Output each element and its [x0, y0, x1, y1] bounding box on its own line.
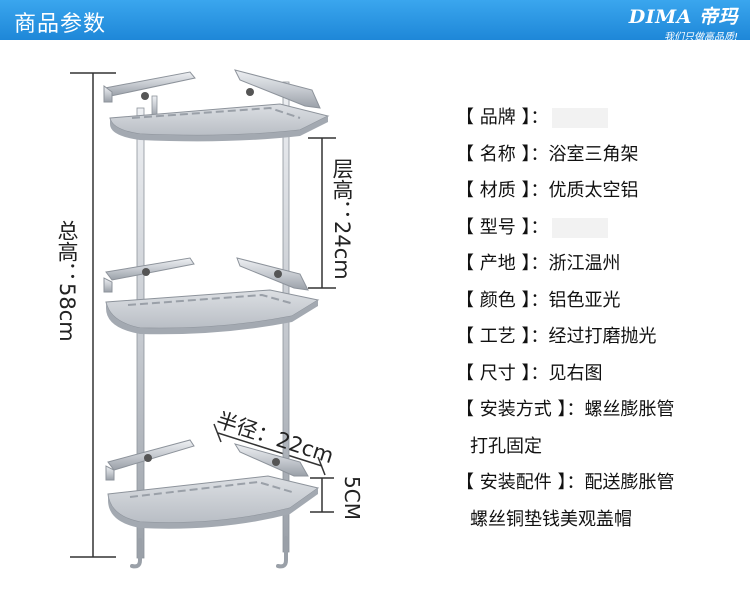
brand-slogan: 我们只做高品质! — [663, 32, 738, 43]
spec-row-size: 【 尺寸 】：见右图 — [456, 360, 746, 397]
spec-list: 【 品牌 】： 【 名称 】：浴室三角架 【 材质 】：优质太空铝 【 型号 】… — [456, 104, 746, 542]
spec-row-origin: 【 产地 】：浙江温州 — [456, 250, 746, 287]
spec-value: 浴室三角架 — [548, 143, 639, 165]
spec-value: 浙江温州 — [548, 253, 621, 274]
shelf-hooks — [130, 536, 288, 569]
spec-label: 【 工艺 】： — [456, 326, 549, 347]
spec-value: 见右图 — [548, 362, 603, 384]
spec-row-craft: 【 工艺 】：经过打磨抛光 — [456, 323, 746, 360]
spec-value-redacted — [552, 217, 609, 238]
spec-value: 铝色亚光 — [548, 289, 621, 311]
spec-label: 【 安装配件 】： — [456, 472, 585, 493]
spec-row-install-parts-cont: 螺丝铜垫钱美观盖帽 — [456, 506, 746, 543]
spec-label: 【 尺寸 】： — [456, 362, 549, 384]
total-height-label: 总高：58cm — [55, 220, 79, 342]
shelf-tier-middle — [103, 257, 320, 335]
spec-value: 螺丝膨胀管 — [584, 399, 675, 420]
page-title: 商品参数 — [14, 12, 107, 37]
total-height-dimension-line — [70, 72, 116, 558]
tray-depth-label: 5CM — [340, 476, 364, 520]
spec-label: 【 材质 】： — [456, 180, 549, 201]
header-bar: 商品参数 DIMA 帝玛 我们只做高品质! — [0, 0, 750, 43]
spec-value: 螺丝铜垫钱美观盖帽 — [470, 508, 632, 530]
spec-value: 打孔固定 — [470, 435, 542, 457]
brand-logo: DIMA 帝玛 我们只做高品质! — [629, 2, 738, 43]
spec-row-install-parts: 【 安装配件 】：配送膨胀管 — [456, 469, 746, 506]
corner-shelf-image — [70, 69, 336, 569]
shelf-tier-top — [103, 69, 330, 142]
spec-label: 【 颜色 】： — [456, 289, 549, 311]
spec-label: 【 品牌 】： — [456, 107, 549, 128]
spec-label: 【 安装方式 】： — [456, 399, 585, 420]
spec-row-brand: 【 品牌 】： — [456, 104, 746, 141]
spec-row-install-method: 【 安装方式 】：螺丝膨胀管 — [456, 396, 746, 433]
spec-row-install-method-cont: 打孔固定 — [456, 433, 746, 470]
spec-value: 经过打磨抛光 — [548, 326, 657, 347]
shelf-tier-bottom — [105, 439, 320, 529]
layer-height-label: 层高：24cm — [330, 158, 354, 280]
layer-height-dimension-line — [308, 137, 336, 289]
spec-value-redacted — [552, 108, 609, 128]
spec-label: 【 型号 】： — [456, 216, 549, 238]
radius-dimension-line — [213, 423, 326, 476]
spec-label: 【 产地 】： — [456, 253, 549, 274]
spec-value: 配送膨胀管 — [584, 472, 675, 493]
spec-label: 【 名称 】： — [456, 143, 549, 165]
tray-depth-dimension-line — [310, 477, 334, 513]
spec-row-material: 【 材质 】：优质太空铝 — [456, 177, 746, 214]
spec-value: 优质太空铝 — [548, 180, 639, 201]
brand-name: DIMA 帝玛 — [628, 6, 738, 28]
spec-row-name: 【 名称 】：浴室三角架 — [456, 141, 746, 178]
spec-row-model: 【 型号 】： — [456, 214, 746, 251]
spec-row-color: 【 颜色 】：铝色亚光 — [456, 287, 746, 324]
product-figure: 总高：58cm 层高：24cm 半径：22cm 5CM — [0, 40, 430, 606]
